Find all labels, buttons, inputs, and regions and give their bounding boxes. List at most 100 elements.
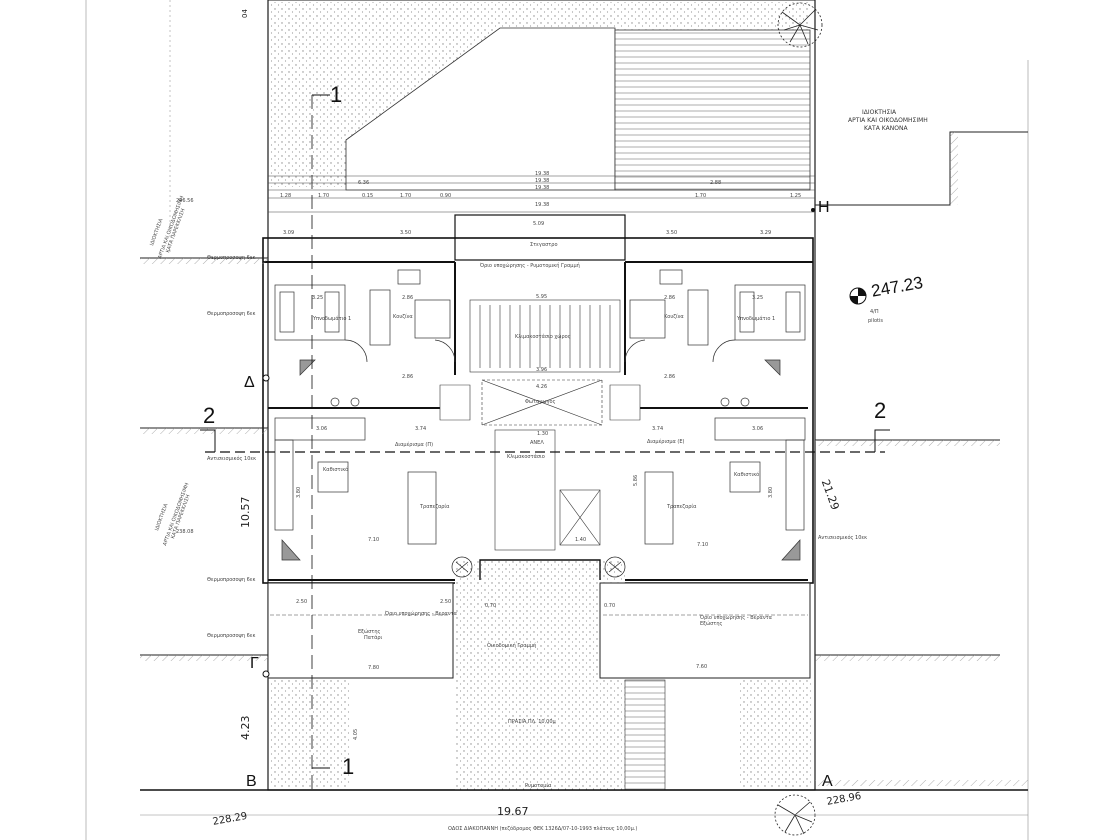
kitchen-left-label: Κουζίνα <box>393 314 413 320</box>
dim-380-right: 3.80 <box>768 486 774 498</box>
light-well-label: Φωταγωγός <box>525 399 556 405</box>
dim-710-left: 7.10 <box>368 537 380 543</box>
front-yard-left <box>270 680 350 788</box>
vertex-a-label: Α <box>822 773 833 790</box>
dim-286-right: 2.86 <box>664 295 676 301</box>
side-label-2: Θερμοπροσοψη 6εκ <box>207 311 256 317</box>
side-label-3: Θερμοπροσοψη 6εκ <box>207 577 256 583</box>
dim-426: 4.26 <box>536 384 548 390</box>
dim-306-left: 3.06 <box>316 426 328 432</box>
dim-325-right: 3.25 <box>752 295 764 301</box>
section-1-bottom-label: 1 <box>342 754 355 779</box>
front-yard-right <box>740 680 812 788</box>
stairs-label: Κλιμακοστάσιο χώρος <box>515 334 571 340</box>
dim-row-8: 0.15 <box>362 193 374 199</box>
top-left-number: 04 <box>241 9 249 18</box>
entrance-outline <box>479 559 601 580</box>
tree-top-icon <box>777 2 823 48</box>
dim-140: 1.40 <box>575 537 587 543</box>
right-apartment <box>624 269 806 561</box>
entrance-steps <box>624 679 666 791</box>
dim-top-d: 19.38 <box>535 202 550 208</box>
corridor-label: Κλιμακοστάσιο <box>507 454 545 460</box>
dim-row-0: 1.28 <box>280 193 292 199</box>
dim-top-b: 19.38 <box>535 178 550 184</box>
dim-374-left: 3.74 <box>415 426 427 432</box>
elevation-symbol-icon <box>849 287 867 305</box>
vertex-delta-label: Δ <box>244 374 255 391</box>
left-apartment <box>274 269 456 561</box>
level-left-top: 246.56 <box>176 198 194 204</box>
street-label: ΟΔΟΣ ΔΙΑΚΟΠΑΝΝΗ (πεζόδρομος ΦΕΚ 1326Δ/07… <box>448 826 638 832</box>
dim-row-3: 0.90 <box>440 193 452 199</box>
section-2-right-arrow <box>874 429 890 452</box>
dim-250-left: 2.50 <box>296 599 308 605</box>
dim-bottom: 19.67 <box>497 805 529 818</box>
hall-left-label: Διαμέρισμα (Π) <box>395 442 434 448</box>
building-line-label: Οικοδομική Γραμμή <box>487 643 537 649</box>
section-2-left-arrow <box>200 429 216 452</box>
balcony-right <box>599 582 811 679</box>
neighbor-left-hatch-mid <box>140 428 268 434</box>
balcony-right-label: Εξώστης <box>700 621 723 627</box>
vertex-h-label: Η <box>818 199 830 216</box>
dim-row-6: 2.88 <box>710 180 722 186</box>
dim-350b: 3.50 <box>666 230 678 236</box>
neighbor-right-line1: ΙΔΙΟΚΤΗΣΙΑ <box>862 109 897 116</box>
dim-row-1: 1.70 <box>318 193 330 199</box>
balcony-left <box>267 582 454 679</box>
dim-top-c: 19.38 <box>535 185 550 191</box>
dim-bottom-left-vertical: 4.23 <box>239 715 252 741</box>
bedroom-left-label: Υπνοδωμάτιο 1 <box>313 316 352 322</box>
dining-right-label: Τραπεζαρία <box>667 504 697 510</box>
central-entrance <box>455 560 625 790</box>
living-right-label: Καθιστικό <box>734 472 760 478</box>
vertex-gamma-marker <box>262 670 270 678</box>
neighbor-left-hatch-bot <box>140 655 268 661</box>
side-label-1: Θερμοπροσοψη 6εκ <box>207 255 256 261</box>
dim-286-right-b: 2.86 <box>664 374 676 380</box>
dim-070: 0.70 <box>485 603 497 609</box>
vertex-h-marker <box>811 208 815 212</box>
dim-350: 3.50 <box>400 230 412 236</box>
section-2-right-label: 2 <box>874 398 887 423</box>
dim-325-left: 3.25 <box>312 295 324 301</box>
central-core-top <box>454 214 626 261</box>
dining-left-label: Τραπεζαρία <box>420 504 450 510</box>
dim-top-a: 19.38 <box>535 171 550 177</box>
neighbor-right-wall <box>815 131 1028 206</box>
neighbor-right-hatch-mid <box>815 440 1000 446</box>
central-stairs <box>439 299 641 551</box>
vertex-delta-marker <box>262 374 270 382</box>
vertex-gamma-label: Γ <box>250 655 259 672</box>
interior-walls <box>263 261 813 581</box>
boundary-line2-label-right: Όριο υποχώρησης - Βεραντα <box>700 615 772 621</box>
elevator-label: ΑΝΕΛ <box>530 440 544 446</box>
neighbor-left-hatch-top <box>140 258 268 264</box>
roof-label: Ρυμοτομία <box>525 783 552 789</box>
vertex-b-label: Β <box>246 773 257 790</box>
dim-286-left-b: 2.86 <box>402 374 414 380</box>
storage-label: Στεγαστρο <box>530 242 558 248</box>
side-label-5: Αντισεισμικός 10εκ <box>207 456 257 462</box>
dim-586: 5.86 <box>633 474 639 486</box>
dim-070-right: 0.70 <box>604 603 616 609</box>
bedroom-right-label: Υπνοδωμάτιο 1 <box>737 316 776 322</box>
dim-396: 3.96 <box>536 367 548 373</box>
dim-306-right: 3.06 <box>752 426 764 432</box>
roof-ramp <box>614 29 811 191</box>
living-left-label: Καθιστικό <box>323 467 349 473</box>
dim-130: 1.30 <box>537 431 549 437</box>
dim-595: 5.95 <box>536 294 548 300</box>
dim-309: 3.09 <box>283 230 295 236</box>
dim-509: 5.09 <box>533 221 545 227</box>
elevation-sub2: pilotis <box>868 318 883 324</box>
balcony-left-label: Εξώστης <box>358 629 381 635</box>
patio-label: Πατάρι <box>364 635 383 641</box>
dim-329: 3.29 <box>760 230 772 236</box>
top-dimension-lines <box>268 175 815 213</box>
dim-row-2: 1.70 <box>400 193 412 199</box>
dim-760: 7.60 <box>696 664 708 670</box>
hall-right-label: Διαμέρισμα (Ε) <box>647 439 685 445</box>
